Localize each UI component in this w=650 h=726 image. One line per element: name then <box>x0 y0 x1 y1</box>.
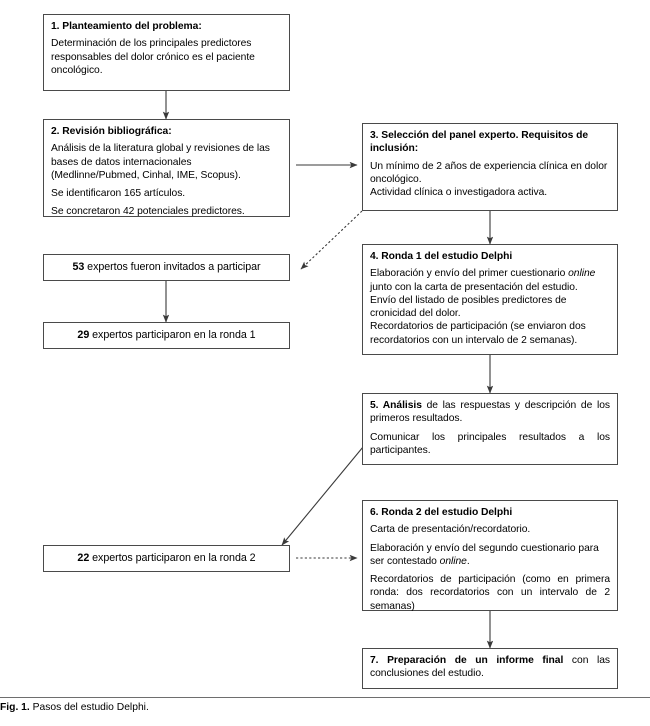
step-6-line-2: Elaboración y envío del segundo cuestion… <box>370 542 610 569</box>
step-1-body: Determinación de los principales predict… <box>51 38 255 76</box>
step-4-line-3: Recordatorios de participación (se envia… <box>370 321 586 346</box>
step-5-heading-number: 5. Análisis <box>370 400 422 411</box>
connector-step5-to-round2 <box>281 446 364 546</box>
node-round-1-participants[interactable]: 29 expertos participaron en la ronda 1 <box>43 322 290 349</box>
figure-caption: Fig. 1. Pasos del estudio Delphi. <box>0 702 650 713</box>
step-2-line-2: Se identificaron 165 artículos. <box>51 188 186 200</box>
round-2-text: 22 expertos participaron en la ronda 2 <box>77 552 255 566</box>
step-1-heading: 1. Planteamiento del problema: <box>51 21 202 32</box>
step-4-line-2: Envío del listado de posibles predictore… <box>370 294 567 320</box>
round-1-count: 29 <box>77 328 90 341</box>
step-3-line-2: Actividad clínica o investigadora activa… <box>370 187 548 199</box>
node-invited-experts[interactable]: 53 expertos fueron invitados a participa… <box>43 254 290 281</box>
node-step-6[interactable]: 6. Ronda 2 del estudio Delphi Carta de p… <box>362 500 618 612</box>
step-7-heading: 7. Preparación de un informe final con l… <box>370 654 610 681</box>
round-2-count: 22 <box>77 551 90 564</box>
step-5-line-2: Comunicar los principales resultados a l… <box>370 431 610 456</box>
step-6-line-3: Recordatorios de participación (como en … <box>370 574 610 612</box>
step-6-line-2-emphasis: online <box>439 555 467 567</box>
step-6-line-2-b: . <box>466 555 470 567</box>
step-3-line-1: Un mínimo de 2 años de experiencia clíni… <box>370 160 608 185</box>
step-2-heading: 2. Revisión bibliográfica: <box>51 126 172 137</box>
step-7-heading-rest: con las conclusiones del estudio. <box>370 655 611 680</box>
step-5-heading: 5. Análisis de las respuestas y descripc… <box>370 399 610 426</box>
step-4-heading: 4. Ronda 1 del estudio Delphi <box>370 251 513 262</box>
step-4-line-1-b: junto con la carta de presentación del e… <box>370 281 578 293</box>
round-2-label: expertos participaron en la ronda 2 <box>89 551 256 564</box>
step-4-line-1: Elaboración y envío del primer cuestiona… <box>370 267 610 294</box>
node-step-1[interactable]: 1. Planteamiento del problema: Determina… <box>43 14 290 91</box>
connector-step3-to-invited <box>300 210 363 270</box>
step-2-line-1: Análisis de la literatura global y revis… <box>51 143 270 181</box>
step-4-line-1-emphasis: online <box>568 268 596 280</box>
step-6-heading: 6. Ronda 2 del estudio Delphi <box>370 507 513 518</box>
step-6-line-2-a: Elaboración y envío del segundo cuestion… <box>370 542 599 567</box>
step-4-line-1-a: Elaboración y envío del primer cuestiona… <box>370 268 569 280</box>
node-round-2-participants[interactable]: 22 expertos participaron en la ronda 2 <box>43 545 290 572</box>
step-2-line-3: Se concretaron 42 potenciales predictore… <box>51 206 245 218</box>
node-step-7[interactable]: 7. Preparación de un informe final con l… <box>362 648 618 689</box>
figure-caption-text: Pasos del estudio Delphi. <box>32 702 149 713</box>
invited-experts-text: 53 expertos fueron invitados a participa… <box>72 261 260 275</box>
step-6-line-1: Carta de presentación/recordatorio. <box>370 524 531 536</box>
step-5-heading-rest: de las respuestas y descripción de los p… <box>370 400 610 425</box>
step-3-heading: 3. Selección del panel experto. Requisit… <box>370 130 589 155</box>
round-1-label: expertos participaron en la ronda 1 <box>89 328 256 341</box>
invited-experts-label: expertos fueron invitados a participar <box>84 260 261 273</box>
node-step-3[interactable]: 3. Selección del panel experto. Requisit… <box>362 123 618 211</box>
invited-experts-count: 53 <box>72 260 85 273</box>
node-step-4[interactable]: 4. Ronda 1 del estudio Delphi Elaboració… <box>362 244 618 355</box>
round-1-text: 29 expertos participaron en la ronda 1 <box>77 329 255 343</box>
caption-divider <box>0 697 650 698</box>
step-7-heading-number: 7. Preparación de un informe final <box>370 655 564 666</box>
node-step-2[interactable]: 2. Revisión bibliográfica: Análisis de l… <box>43 119 290 217</box>
node-step-5[interactable]: 5. Análisis de las respuestas y descripc… <box>362 393 618 465</box>
figure-number: Fig. 1. <box>0 702 30 713</box>
